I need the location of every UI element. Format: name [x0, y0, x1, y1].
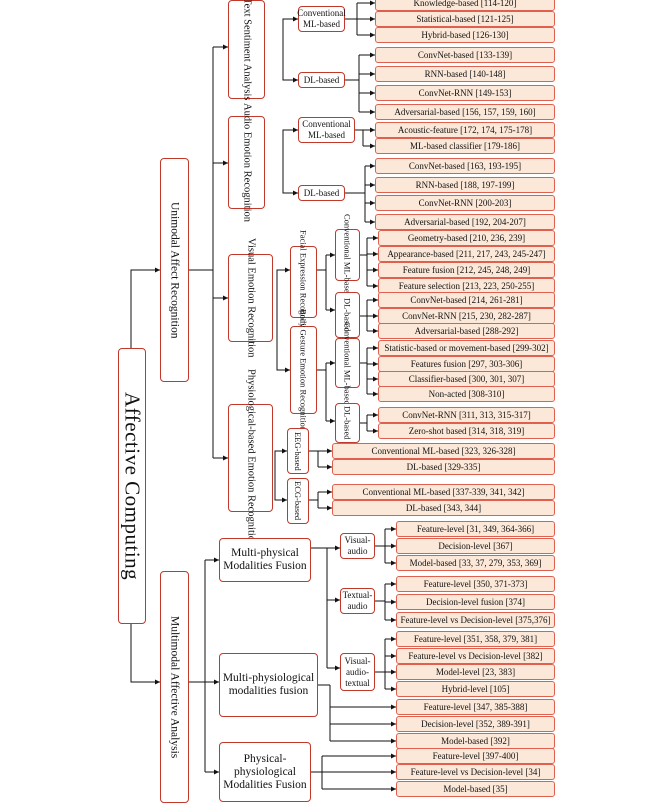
- leaf-statistic-movement: Statistic-based or movement-based [299-3…: [378, 340, 555, 356]
- leaf-vat-model-level: Model-level [23, 383]: [396, 664, 555, 680]
- multi-physio-label: Multi-physiological modalities fusion: [222, 672, 315, 697]
- leaf-eeg-dl: DL-based [329-335]: [332, 459, 555, 475]
- leaf-vat-feature-level: Feature-level [351, 358, 379, 381]: [396, 631, 555, 647]
- audio-emotion-box: Audio Emotion Recognition: [228, 103, 265, 222]
- leaf-hybrid-based: Hybrid-based [126-130]: [375, 27, 555, 43]
- visual-emotion-box: Visual Emotion Recognition: [228, 238, 273, 358]
- leaf-zero-shot: Zero-shot based [314, 318, 319]: [378, 423, 555, 439]
- leaf-pp-feature-level: Feature-level [397-400]: [396, 748, 555, 764]
- leaf-facial-adversarial: Adversarial-based [288-292]: [378, 323, 555, 339]
- text-conv-ml-node: Conventional ML-based: [297, 6, 346, 32]
- text-sentiment-box: Text Sentiment Analysis: [228, 0, 265, 101]
- body-conv-ml-node: Conventional ML-based: [335, 322, 360, 404]
- physio-emotion-box: Physiological-based Emotion Recognition: [228, 369, 273, 547]
- leaf-ta-feature-level: Feature-level [350, 371-373]: [396, 576, 555, 592]
- leaf-audio-adversarial: Adversarial-based [192, 204-207]: [375, 214, 555, 230]
- leaf-vat-hybrid-level: Hybrid-level [105]: [396, 681, 555, 697]
- leaf-ta-feature-vs-decision: Feature-level vs Decision-level [375,376…: [396, 612, 555, 628]
- leaf-text-adversarial: Adversarial-based [156, 157, 159, 160]: [375, 104, 555, 120]
- body-dl-node: DL-based: [335, 403, 360, 443]
- leaf-audio-rnn: RNN-based [188, 197-199]: [375, 177, 555, 193]
- leaf-knowledge-based: Knowledge-based [114-120]: [375, 0, 555, 11]
- leaf-ml-classifier: ML-based classifier [179-186]: [375, 138, 555, 154]
- facial-expression-node: Facial Expression Recognition: [290, 230, 317, 334]
- audio-dl-node: DL-based: [298, 185, 345, 201]
- multimodal-box: Multimodal Affective Analysis: [160, 571, 189, 803]
- leaf-feature-fusion: Feature fusion [212, 245, 248, 249]: [378, 262, 555, 278]
- leaf-appearance-based: Appearance-based [211, 217, 243, 245-247…: [378, 246, 555, 262]
- multimodal-label: Multimodal Affective Analysis: [168, 615, 181, 759]
- physical-physio-box: Physical-physiological Modalities Fusion: [219, 742, 311, 802]
- leaf-audio-convnet: ConvNet-based [163, 193-195]: [375, 158, 555, 174]
- leaf-va-decision-level: Decision-level [367]: [396, 538, 555, 554]
- leaf-geometry-based: Geometry-based [210, 236, 239]: [378, 230, 555, 246]
- ecg-node: ECG-based: [287, 478, 309, 524]
- physio-emotion-label: Physiological-based Emotion Recognition: [245, 369, 257, 547]
- leaf-features-fusion: Features fusion [297, 303-306]: [378, 356, 555, 372]
- leaf-body-convnet-rnn: ConvNet-RNN [311, 313, 315-317]: [378, 407, 555, 423]
- audio-conv-ml-node: Conventional ML-based: [298, 117, 355, 143]
- leaf-ecg-conv-ml: Conventional ML-based [337-339, 341, 342…: [332, 484, 555, 500]
- leaf-mp-feature-level: Feature-level [347, 385-388]: [396, 699, 555, 715]
- root-affective-computing: Affective Computing: [118, 348, 146, 624]
- unimodal-label: Unimodal Affect Recognition: [168, 201, 181, 339]
- leaf-text-rnn: RNN-based [140-148]: [375, 66, 555, 82]
- leaf-pp-feature-vs-decision: Feature-level vs Decision-level [34]: [396, 764, 555, 780]
- leaf-acoustic-feature: Acoustic-feature [172, 174, 175-178]: [375, 122, 555, 138]
- audio-emotion-label: Audio Emotion Recognition: [241, 103, 253, 222]
- leaf-va-model-based: Model-based [33, 37, 279, 353, 369]: [396, 555, 555, 571]
- text-dl-node: DL-based: [298, 72, 345, 88]
- leaf-facial-convnet: ConvNet-based [214, 261-281]: [378, 292, 555, 308]
- facial-dl-node: DL-based: [335, 292, 360, 338]
- physical-physio-label: Physical-physiological Modalities Fusion: [223, 752, 307, 791]
- leaf-vat-feature-vs-decision: Feature-level vs Decision-level [382]: [396, 648, 555, 664]
- leaf-statistical-based: Statistical-based [121-125]: [375, 11, 555, 27]
- eeg-node: EEG-based: [287, 428, 309, 474]
- multi-physio-box: Multi-physiological modalities fusion: [219, 653, 318, 717]
- leaf-ecg-dl: DL-based [343, 344]: [332, 500, 555, 516]
- visual-audio-node: Visual-audio: [340, 533, 375, 559]
- root-label: Affective Computing: [120, 391, 145, 581]
- leaf-mp-decision-level: Decision-level [352, 389-391]: [396, 716, 555, 732]
- leaf-classifier-based: Classifier-based [300, 301, 307]: [378, 371, 555, 387]
- text-sentiment-label: Text Sentiment Analysis: [241, 0, 253, 101]
- facial-conv-ml-node: Conventional ML-based: [335, 214, 360, 296]
- visual-emotion-label: Visual Emotion Recognition: [245, 238, 257, 358]
- body-gesture-node: Body Gesture Emotion Recognition: [290, 309, 317, 431]
- leaf-va-feature-level: Feature-level [31, 349, 364-366]: [396, 521, 555, 537]
- leaf-text-convnet: ConvNet-based [133-139]: [375, 47, 555, 63]
- leaf-audio-convnet-rnn: ConvNet-RNN [200-203]: [375, 195, 555, 211]
- leaf-text-convnet-rnn: ConvNet-RNN [149-153]: [375, 85, 555, 101]
- unimodal-box: Unimodal Affect Recognition: [160, 158, 189, 382]
- leaf-eeg-conv-ml: Conventional ML-based [323, 326-328]: [332, 443, 555, 459]
- leaf-pp-model-based: Model-based [35]: [396, 781, 555, 797]
- textual-audio-node: Textual-audio: [340, 588, 375, 614]
- leaf-non-acted: Non-acted [308-310]: [378, 386, 555, 402]
- leaf-facial-convnet-rnn: ConvNet-RNN [215, 230, 282-287]: [378, 308, 555, 324]
- leaf-ta-decision-fusion: Decision-level fusion [374]: [396, 594, 555, 610]
- multi-physical-box: Multi-physical Modalities Fusion: [219, 538, 311, 582]
- leaf-mp-model-based: Model-based [392]: [396, 733, 555, 749]
- multi-physical-label: Multi-physical Modalities Fusion: [223, 547, 307, 572]
- visual-audio-textual-node: Visual-audio-textual: [340, 653, 375, 691]
